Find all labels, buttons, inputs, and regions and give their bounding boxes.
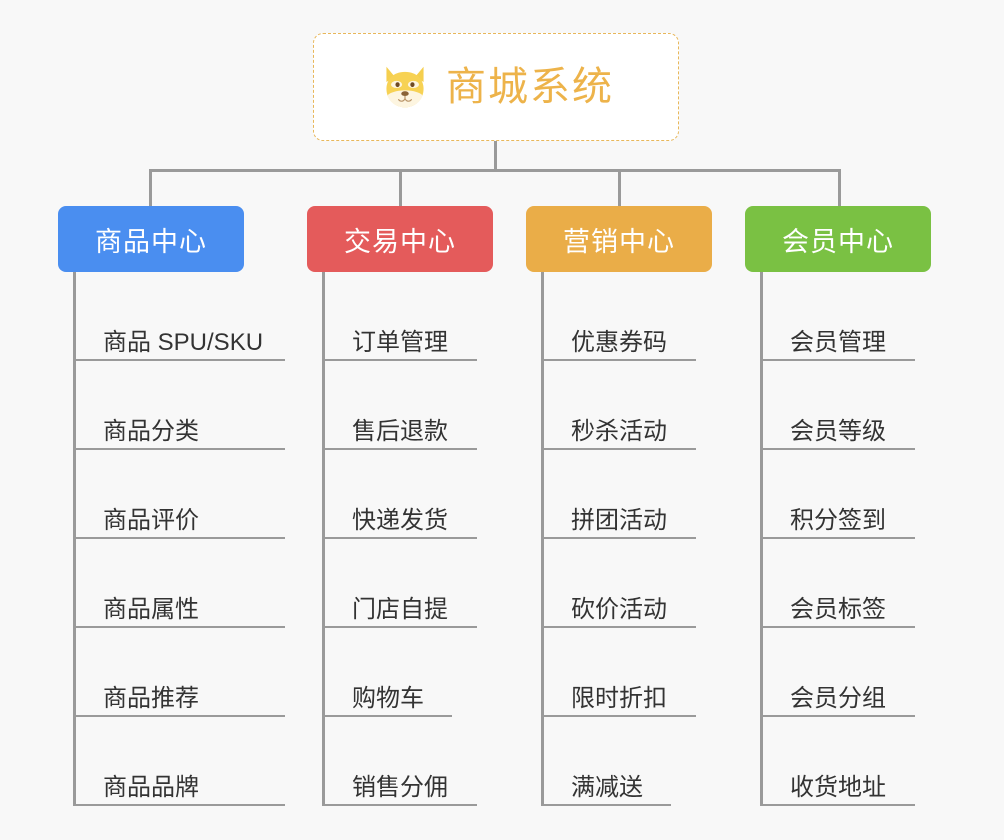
category-header-label: 营销中心: [563, 226, 675, 257]
leaf-item-label: 快递发货: [352, 506, 448, 534]
leaf-item-label: 拼团活动: [571, 506, 667, 534]
leaf-item[interactable]: 砍价活动: [541, 539, 696, 628]
connector-root-trunk: [494, 141, 497, 171]
leaf-item-label: 销售分佣: [352, 773, 448, 801]
category-header-label: 交易中心: [344, 226, 456, 257]
category-column-member: 会员中心 会员管理 会员等级 积分签到 会员标签 会员分组 收货地址: [745, 206, 931, 806]
category-header-marketing[interactable]: 营销中心: [526, 206, 712, 272]
connector-drop-4: [838, 169, 841, 206]
leaf-item-label: 商品品牌: [103, 773, 199, 801]
category-header-product[interactable]: 商品中心: [58, 206, 244, 272]
leaf-item-label: 商品属性: [103, 595, 199, 623]
leaf-item-label: 会员管理: [790, 328, 886, 356]
leaf-item-label: 收货地址: [790, 773, 886, 801]
category-header-label: 商品中心: [95, 226, 207, 257]
leaf-item-label: 订单管理: [352, 328, 448, 356]
leaf-item-label: 秒杀活动: [571, 417, 667, 445]
leaf-item[interactable]: 会员管理: [760, 272, 915, 361]
leaf-item[interactable]: 满减送: [541, 717, 671, 806]
connector-drop-1: [149, 169, 152, 206]
leaf-item[interactable]: 商品评价: [73, 450, 285, 539]
leaf-item[interactable]: 优惠券码: [541, 272, 696, 361]
category-spine-trade: [322, 272, 325, 806]
leaf-item-label: 砍价活动: [571, 595, 667, 623]
category-header-member[interactable]: 会员中心: [745, 206, 931, 272]
category-spine-member: [760, 272, 763, 806]
leaf-item[interactable]: 限时折扣: [541, 628, 696, 717]
category-column-trade: 交易中心 订单管理 售后退款 快递发货 门店自提 购物车 销售分佣: [307, 206, 493, 806]
leaf-item-label: 限时折扣: [571, 684, 667, 712]
category-header-trade[interactable]: 交易中心: [307, 206, 493, 272]
leaf-item-label: 门店自提: [352, 595, 448, 623]
root-node[interactable]: 商城系统: [313, 33, 679, 141]
leaf-item[interactable]: 积分签到: [760, 450, 915, 539]
category-header-label: 会员中心: [782, 226, 894, 257]
leaf-item-label: 满减送: [571, 773, 643, 801]
leaf-item-label: 商品评价: [103, 506, 199, 534]
category-column-product: 商品中心 商品 SPU/SKU 商品分类 商品评价 商品属性 商品推荐 商品品牌: [58, 206, 285, 806]
leaf-item[interactable]: 收货地址: [760, 717, 915, 806]
leaf-item[interactable]: 门店自提: [322, 539, 477, 628]
leaf-item-label: 售后退款: [352, 417, 448, 445]
connector-horizontal-bus: [150, 169, 841, 172]
leaf-item[interactable]: 商品品牌: [73, 717, 285, 806]
root-title: 商城系统: [446, 65, 614, 109]
leaf-item[interactable]: 商品推荐: [73, 628, 285, 717]
leaf-item-label: 会员分组: [790, 684, 886, 712]
leaf-item[interactable]: 秒杀活动: [541, 361, 696, 450]
leaf-item[interactable]: 拼团活动: [541, 450, 696, 539]
category-column-marketing: 营销中心 优惠券码 秒杀活动 拼团活动 砍价活动 限时折扣 满减送: [526, 206, 712, 806]
leaf-item-label: 优惠券码: [571, 328, 667, 356]
leaf-item[interactable]: 商品 SPU/SKU: [73, 272, 285, 361]
leaf-item-label: 会员标签: [790, 595, 886, 623]
leaf-item-label: 商品分类: [103, 417, 199, 445]
leaf-item[interactable]: 会员等级: [760, 361, 915, 450]
category-spine-marketing: [541, 272, 544, 806]
leaf-item-label: 会员等级: [790, 417, 886, 445]
leaf-item[interactable]: 快递发货: [322, 450, 477, 539]
connector-drop-3: [618, 169, 621, 206]
leaf-item[interactable]: 会员标签: [760, 539, 915, 628]
leaf-item-label: 购物车: [352, 684, 424, 712]
leaf-item[interactable]: 售后退款: [322, 361, 477, 450]
leaf-item[interactable]: 会员分组: [760, 628, 915, 717]
leaf-item-label: 商品推荐: [103, 684, 199, 712]
leaf-item[interactable]: 销售分佣: [322, 717, 477, 806]
category-spine-product: [73, 272, 76, 806]
leaf-item-label: 商品 SPU/SKU: [103, 328, 264, 356]
leaf-item-label: 积分签到: [790, 506, 886, 534]
shiba-dog-face-icon: [386, 66, 424, 108]
leaf-item[interactable]: 购物车: [322, 628, 452, 717]
leaf-item[interactable]: 商品属性: [73, 539, 285, 628]
connector-drop-2: [399, 169, 402, 206]
leaf-item[interactable]: 商品分类: [73, 361, 285, 450]
leaf-item[interactable]: 订单管理: [322, 272, 477, 361]
